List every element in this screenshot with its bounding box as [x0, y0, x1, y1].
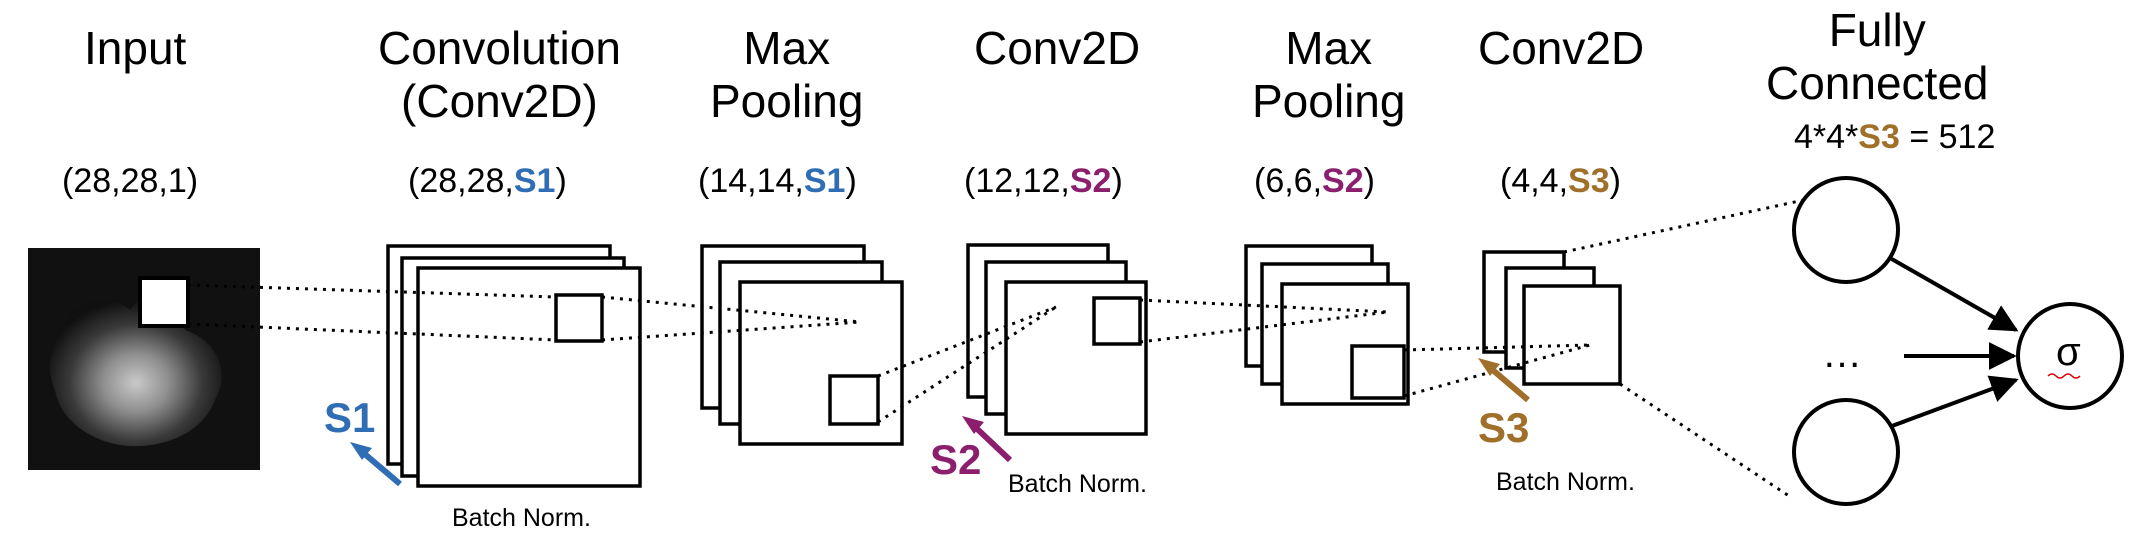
output-neuron: [2016, 302, 2124, 410]
dims-var-s2: S2: [1069, 162, 1112, 200]
input-image: [28, 248, 260, 470]
dims-var-s3: S3: [1858, 118, 1900, 156]
dims-max-pooling-2: (6,6,S2): [1254, 162, 1375, 200]
conv2-feature-maps: [966, 243, 1148, 436]
pool1-feature-maps: [700, 244, 904, 446]
conv1-receptive-field: [554, 293, 604, 343]
stride-label-s3: S3: [1478, 404, 1530, 451]
dims-var-s1: S1: [803, 162, 846, 200]
stride-arrow-s1: [350, 442, 402, 487]
dims-var-s1: S1: [513, 162, 556, 200]
batch-norm-label-1: Batch Norm.: [452, 504, 591, 532]
input-receptive-field: [138, 276, 190, 328]
pool2-feature-maps: [1244, 244, 1410, 406]
stride-arrow-s2: [962, 416, 1013, 463]
stage-title-input: Input: [84, 22, 187, 74]
stride-label-s1: S1: [324, 394, 376, 441]
stage-title-conv2d-1: Conv2D: [974, 22, 1141, 74]
conv1-feature-maps: [386, 244, 642, 488]
dims-var-s2: S2: [1322, 162, 1364, 200]
fully-connected-layer: [1792, 176, 2124, 506]
stage-title-conv2d-2: Conv2D: [1478, 22, 1645, 74]
dims-input: (28,28,1): [62, 162, 199, 200]
conv3-feature-maps: [1482, 250, 1622, 386]
fc-ellipsis: …: [1822, 332, 1862, 376]
stage-title-max-pooling-2: Max Pooling: [1252, 22, 1406, 128]
stage-title-max-pooling-1: Max Pooling: [710, 22, 864, 128]
pool1-receptive-field: [828, 374, 880, 426]
dims-conv2d-1: (12,12,S2): [964, 162, 1123, 200]
pool2-receptive-field: [1350, 344, 1406, 400]
dims-fully-connected: 4*4*S3 = 512: [1794, 118, 1996, 156]
dims-convolution: (28,28,S1): [408, 162, 567, 200]
dims-conv2d-2: (4,4,S3): [1500, 162, 1621, 200]
conv2-receptive-field: [1092, 296, 1142, 346]
dims-var-s3: S3: [1568, 162, 1610, 200]
batch-norm-label-3: Batch Norm.: [1496, 468, 1635, 496]
stride-arrow-s3: [1478, 358, 1530, 403]
receptive-field-connectors: [187, 198, 1805, 500]
stage-title-convolution: Convolution (Conv2D): [378, 22, 621, 128]
fc-neuron-top: [1792, 176, 1900, 284]
dims-max-pooling-1: (14,14,S1): [698, 162, 857, 200]
stage-title-fully-connected: Fully Connected: [1766, 4, 1989, 110]
stride-label-s2: S2: [930, 436, 982, 483]
fc-neuron-bottom: [1792, 398, 1900, 506]
batch-norm-label-2: Batch Norm.: [1008, 470, 1147, 498]
sigma-symbol: σ: [2056, 330, 2081, 374]
